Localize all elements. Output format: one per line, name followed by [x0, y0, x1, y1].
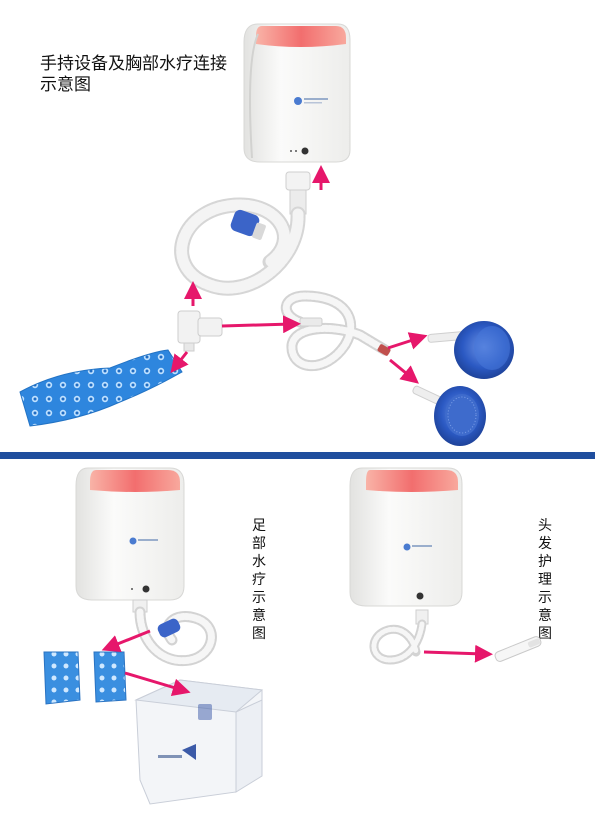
therapy-device-foot	[75, 467, 185, 601]
hair-care-title: 头发护理示意图	[538, 518, 552, 642]
coiled-hose-foot	[132, 599, 217, 667]
coiled-hose-top	[174, 197, 306, 296]
therapy-device-top	[243, 23, 351, 163]
device-logo-icon	[294, 97, 328, 105]
foot-pad-left	[43, 651, 81, 705]
coiled-hose-hair	[369, 609, 429, 665]
blue-connector-top	[230, 209, 266, 240]
therapy-device-hair	[349, 467, 463, 607]
power-button-icon	[290, 147, 309, 155]
shower-head-2	[412, 385, 486, 446]
section-divider	[0, 452, 595, 459]
flow-arrows-foot	[101, 629, 191, 697]
chest-water-mat	[19, 349, 183, 427]
t-connector	[177, 310, 223, 352]
small-coiled-hose	[280, 290, 391, 372]
shower-head-1	[427, 321, 514, 379]
foot-pad-right	[93, 651, 127, 703]
flow-arrows-top	[170, 165, 428, 384]
top-panel-title: 手持设备及胸部水疗连接示意图	[40, 54, 227, 95]
hair-comb-attachment	[494, 636, 542, 662]
foot-therapy-title: 足部水疗示意图	[252, 518, 266, 642]
foot-tub	[134, 679, 264, 805]
flow-arrow-hair	[423, 644, 493, 663]
